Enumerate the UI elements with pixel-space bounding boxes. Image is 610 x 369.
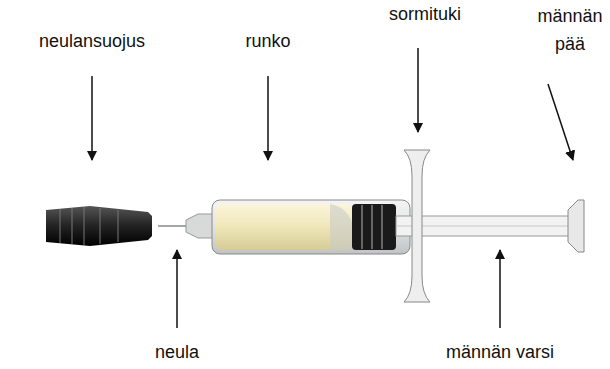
finger-flange bbox=[404, 150, 430, 302]
needle bbox=[158, 225, 188, 227]
needle-hub bbox=[186, 214, 214, 238]
plunger-rod-label: männän varsi bbox=[446, 338, 554, 366]
plunger-head bbox=[568, 200, 584, 252]
stopper bbox=[352, 204, 396, 250]
finger-flange-label: sormituki bbox=[389, 0, 461, 28]
barrel-label: runko bbox=[245, 27, 290, 55]
plunger-head-label: männän pää bbox=[534, 2, 606, 58]
needle-cap-label: neulansuojus bbox=[39, 27, 145, 55]
leader-lines bbox=[92, 48, 573, 328]
needle-cap bbox=[46, 206, 152, 246]
liquid bbox=[216, 204, 352, 250]
needle-label: neula bbox=[155, 338, 199, 366]
barrel bbox=[212, 200, 410, 254]
